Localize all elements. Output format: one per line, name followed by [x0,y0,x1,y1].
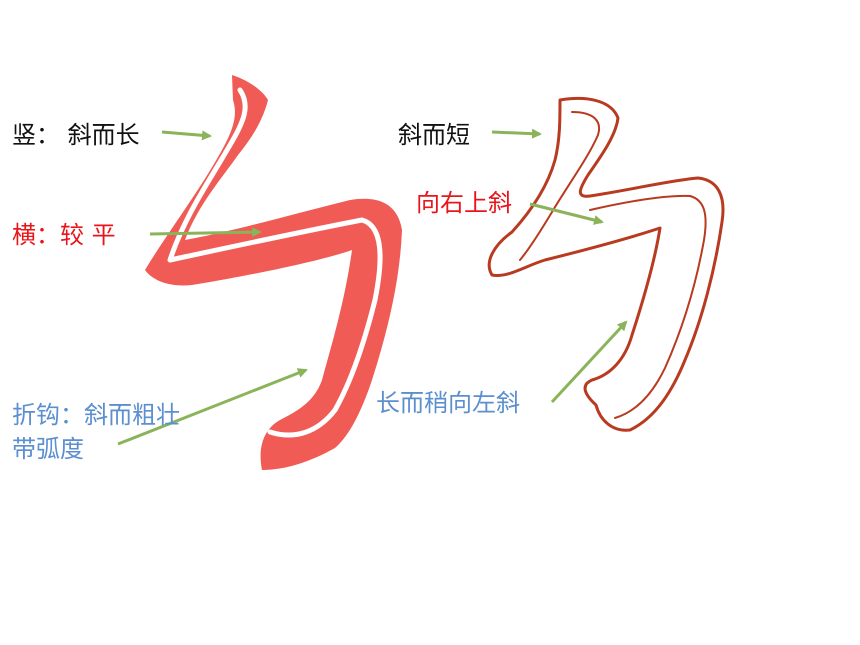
label-left-hook-line1: 折钩：斜而粗壮 [12,401,180,429]
arrow-left-hook [117,368,308,446]
arrow-right-horizontal [529,202,604,225]
right-character-inner-outline [519,111,707,419]
annotation-arrows [117,128,628,446]
right-character [487,96,725,432]
label-right-horizontal: 向右上斜 [416,189,512,217]
left-character-centerline [167,87,383,438]
arrow-left-horizontal [149,227,262,238]
label-left-horizontal: 横：较 平 [12,221,116,249]
arrow-left-vertical [161,130,212,141]
label-right-hook: 长而稍向左斜 [376,389,520,417]
label-left-hook-line2: 带弧度 [12,435,84,463]
arrow-right-vertical [491,128,542,139]
label-left-vertical: 竖： 斜而长 [12,121,140,149]
left-character-shape [145,75,402,470]
left-character [145,75,402,470]
right-character-outline [487,96,725,432]
label-right-vertical: 斜而短 [398,121,470,149]
arrow-right-hook [550,320,628,404]
